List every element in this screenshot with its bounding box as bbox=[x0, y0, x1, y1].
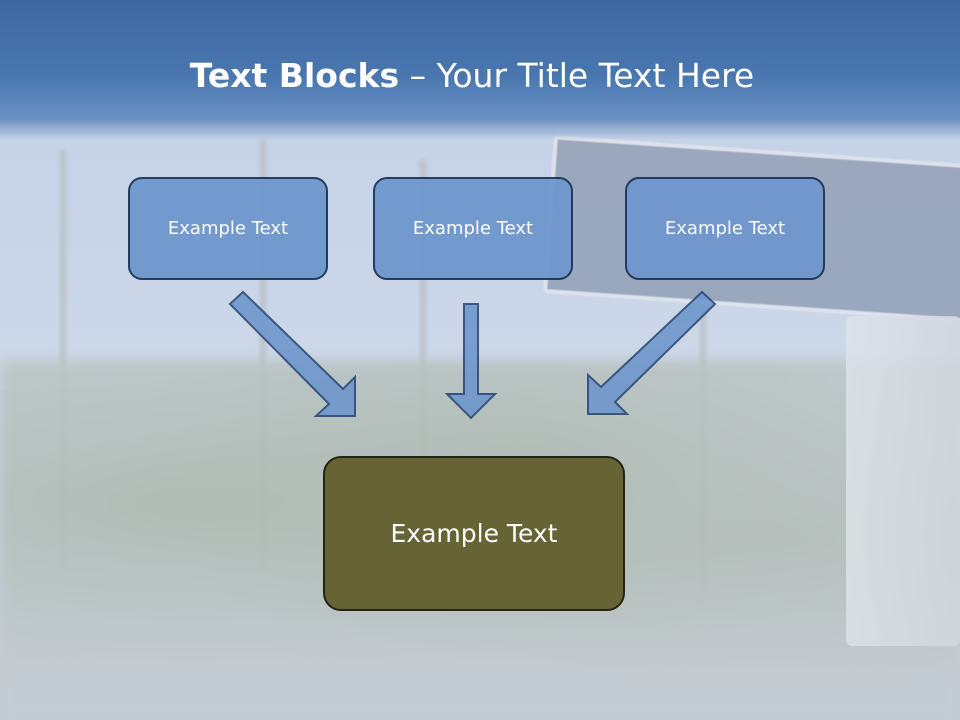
text-block-2-label: Example Text bbox=[412, 218, 534, 239]
text-block-2[interactable]: Example Text bbox=[373, 177, 573, 280]
title-separator: – bbox=[399, 56, 437, 95]
result-block[interactable]: Example Text bbox=[323, 456, 625, 611]
text-block-3-label: Example Text bbox=[664, 218, 786, 239]
background-sign-post bbox=[846, 316, 960, 646]
title-bold: Text Blocks bbox=[189, 56, 400, 95]
text-block-1-label: Example Text bbox=[167, 218, 289, 239]
title-rest: Your Title Text Here bbox=[436, 56, 755, 95]
text-block-3[interactable]: Example Text bbox=[625, 177, 825, 280]
result-block-label: Example Text bbox=[390, 519, 558, 548]
title-band bbox=[0, 0, 960, 140]
text-block-1[interactable]: Example Text bbox=[128, 177, 328, 280]
slide-title: Text Blocks – Your Title Text Here bbox=[0, 54, 944, 98]
